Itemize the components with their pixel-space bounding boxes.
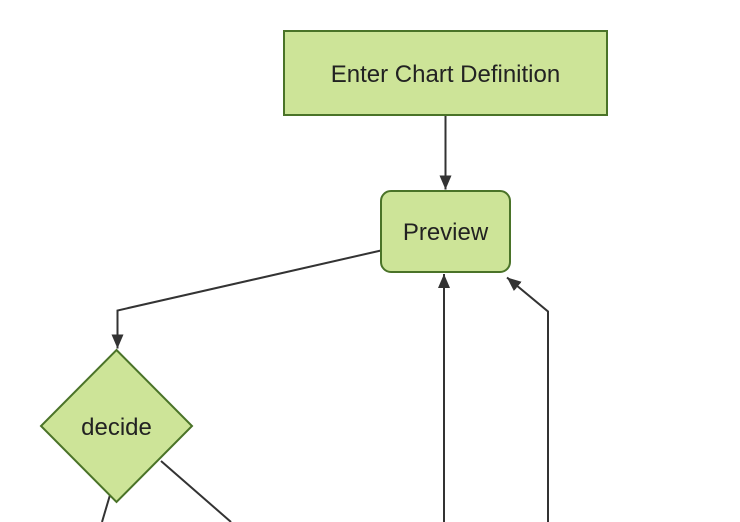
node-enter-chart-definition: Enter Chart Definition	[283, 30, 608, 116]
node-decide-label: decide	[81, 414, 152, 441]
edge-offscreen-bottom-right-to-preview	[506, 276, 549, 522]
node-preview: Preview	[380, 190, 511, 273]
node-preview-shape	[380, 190, 511, 273]
node-preview-label: Preview	[403, 219, 489, 246]
node-decide: decide	[39, 348, 194, 504]
node-enter-chart-definition-label: Enter Chart Definition	[331, 61, 560, 88]
edge-preview-to-decide	[111, 249, 382, 349]
node-decide-shape	[39, 348, 194, 504]
edge-decide-to-offscreen-bottom-right	[160, 460, 232, 522]
node-enter-chart-definition-shape	[283, 30, 608, 116]
edge-decide-to-offscreen-bottom-left	[101, 494, 111, 522]
